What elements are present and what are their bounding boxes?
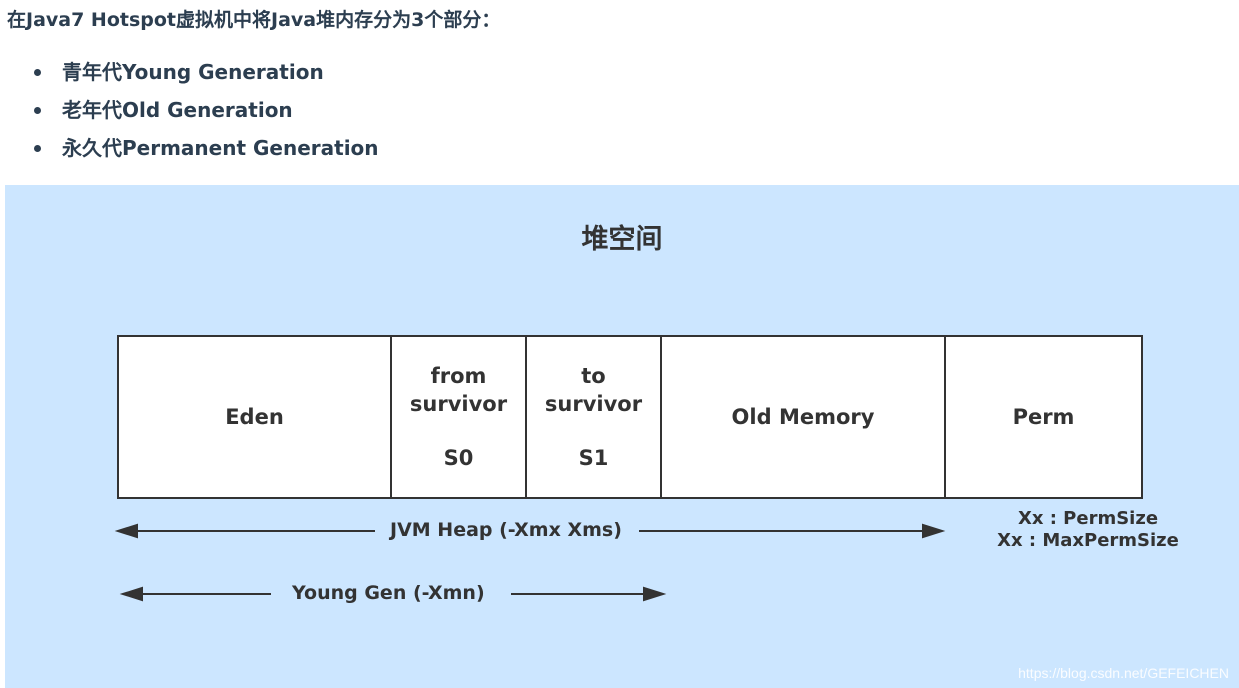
- segment-s1-id: S1: [578, 446, 609, 470]
- segment-perm-label: Perm: [1012, 405, 1075, 429]
- jvm-heap-label: JVM Heap (-Xmx Xms): [390, 519, 622, 541]
- segment-s0-label: from survivor: [409, 364, 508, 416]
- segment-s1: to survivor S1: [527, 337, 662, 497]
- arrowhead-right-icon: [643, 586, 667, 602]
- intro-heading: 在Java7 Hotspot虚拟机中将Java堆内存分为3个部分：: [7, 9, 501, 31]
- list-item: 老年代Old Generation: [0, 93, 379, 131]
- jvm-heap-arrow: [114, 523, 946, 602]
- arrowhead-left-icon: [114, 523, 138, 539]
- generation-label: 永久代Permanent Generation: [62, 136, 379, 160]
- bullet-icon: [34, 145, 41, 152]
- generation-list: 青年代Young Generation 老年代Old Generation 永久…: [0, 55, 379, 169]
- segment-old: Old Memory: [662, 337, 946, 497]
- max-perm-size-option: Xx : MaxPermSize: [997, 530, 1179, 551]
- segment-eden-label: Eden: [225, 405, 284, 429]
- segment-s1-label: to survivor: [544, 364, 643, 416]
- generation-label: 老年代Old Generation: [62, 98, 293, 122]
- diagram-title: 堆空间: [581, 224, 663, 255]
- segment-eden: Eden: [119, 337, 392, 497]
- generation-label: 青年代Young Generation: [62, 60, 324, 84]
- heap-diagram: 堆空间 Eden from survivor S0 to survivor S1…: [5, 185, 1239, 688]
- bullet-icon: [34, 107, 41, 114]
- segment-s0-id: S0: [443, 446, 474, 470]
- heap-box: Eden from survivor S0 to survivor S1 Old…: [117, 335, 1143, 499]
- segment-old-label: Old Memory: [731, 405, 875, 429]
- perm-size-option: Xx : PermSize: [1017, 508, 1159, 529]
- arrowhead-right-icon: [922, 523, 946, 539]
- list-item: 青年代Young Generation: [0, 55, 379, 93]
- segment-s0: from survivor S0: [392, 337, 527, 497]
- list-item: 永久代Permanent Generation: [0, 131, 379, 169]
- young-gen-label: Young Gen (-Xmn): [292, 582, 485, 604]
- perm-options: Xx : PermSize Xx : MaxPermSize: [988, 508, 1188, 552]
- bullet-icon: [34, 69, 41, 76]
- segment-perm: Perm: [946, 337, 1141, 497]
- arrowhead-left-icon: [119, 586, 143, 602]
- watermark: https://blog.csdn.net/GEFEICHEN: [1018, 665, 1229, 681]
